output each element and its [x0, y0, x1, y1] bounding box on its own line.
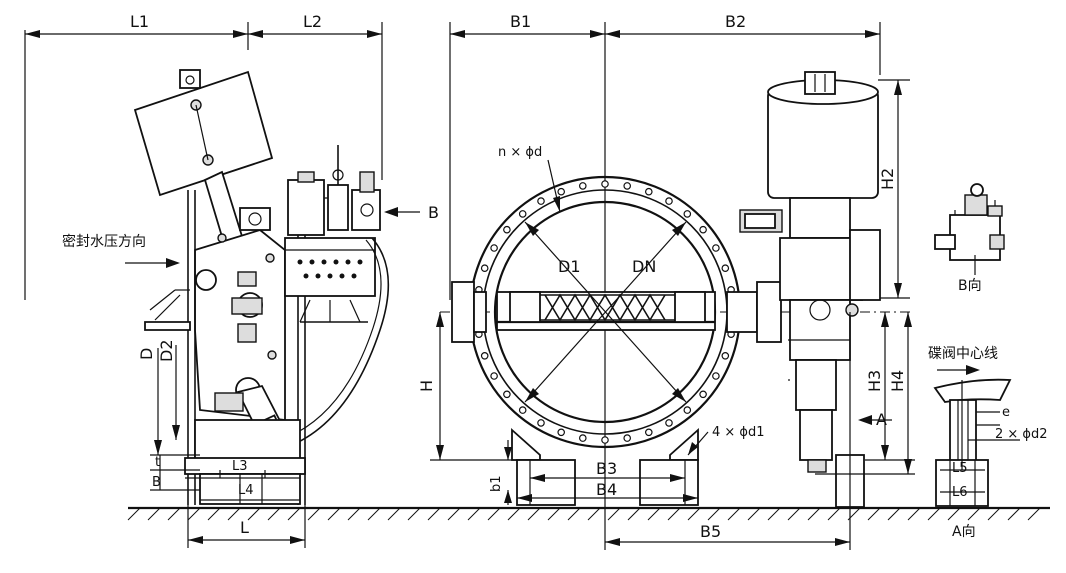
- bolt-hole: [480, 351, 489, 360]
- label-L6: L6: [952, 485, 968, 500]
- bolt-hole: [490, 244, 498, 252]
- bolt-hole: [578, 434, 587, 442]
- label-view-a: A向: [952, 524, 976, 540]
- bolt-hole: [712, 244, 720, 252]
- label-t: t: [155, 455, 160, 470]
- label-B4: B4: [596, 480, 617, 499]
- label-e: e: [1002, 405, 1010, 420]
- label-center-line: 碟阀中心线: [928, 346, 998, 362]
- label-b1: b1: [489, 475, 504, 492]
- bolt-hole: [699, 225, 707, 234]
- bolt-hole: [557, 428, 566, 437]
- label-H3: H3: [865, 370, 884, 392]
- ground-line: [127, 506, 1050, 521]
- label-B3: B3: [596, 459, 617, 478]
- view-b-detail: [934, 183, 1005, 275]
- label-L2: L2: [303, 12, 322, 31]
- bolt-hole: [665, 419, 673, 427]
- label-B-arrow: B: [428, 203, 439, 222]
- label-L1: L1: [130, 12, 149, 31]
- label-DN: DN: [632, 257, 656, 276]
- front-view: [430, 22, 915, 550]
- bolt-hole: [601, 180, 609, 188]
- side-view: [24, 22, 420, 548]
- bolt-hole: [518, 210, 527, 218]
- bolt-hole: [557, 187, 566, 196]
- label-A-arrow: A: [876, 410, 887, 429]
- view-a-detail: [933, 365, 1020, 507]
- label-view-b: B向: [958, 278, 982, 294]
- bolt-hole: [644, 187, 653, 196]
- bolt-hole: [623, 434, 632, 442]
- label-L5: L5: [952, 461, 968, 476]
- label-B2: B2: [725, 12, 746, 31]
- label-B-small: B: [152, 475, 161, 490]
- bolt-hole: [537, 197, 545, 205]
- label-H4: H4: [888, 370, 907, 392]
- bolt-hole: [503, 390, 511, 399]
- bolt-hole: [623, 182, 632, 190]
- label-D: D: [137, 348, 156, 360]
- label-L3: L3: [232, 459, 248, 474]
- bolt-hole: [683, 406, 692, 414]
- label-D1: D1: [558, 257, 581, 276]
- bolt-hole: [480, 264, 489, 273]
- label-D2: D2: [157, 340, 176, 363]
- bolt-hole: [537, 419, 545, 427]
- label-side-holes: 2 × ϕd2: [995, 427, 1048, 442]
- bolt-hole: [518, 406, 527, 414]
- bolt-hole: [665, 197, 673, 205]
- bolt-hole: [578, 182, 587, 190]
- label-seal-pressure: 密封水压方向: [62, 233, 146, 250]
- bolt-hole: [683, 210, 692, 218]
- bolt-hole: [712, 372, 720, 380]
- label-H: H: [417, 380, 436, 392]
- label-B1: B1: [510, 12, 531, 31]
- bolt-hole: [721, 264, 730, 273]
- bolt-hole: [644, 428, 653, 437]
- bolt-hole: [699, 390, 707, 399]
- bolt-hole: [490, 372, 498, 380]
- label-bolt-holes: n × ϕd: [498, 145, 542, 160]
- label-B5: B5: [700, 522, 721, 541]
- label-base-holes: 4 × ϕd1: [712, 425, 765, 440]
- bolt-hole: [503, 225, 511, 234]
- label-L: L: [240, 518, 249, 537]
- bolt-hole: [601, 436, 609, 444]
- label-L4: L4: [238, 483, 254, 498]
- label-H2: H2: [878, 168, 897, 190]
- bolt-hole: [721, 351, 730, 360]
